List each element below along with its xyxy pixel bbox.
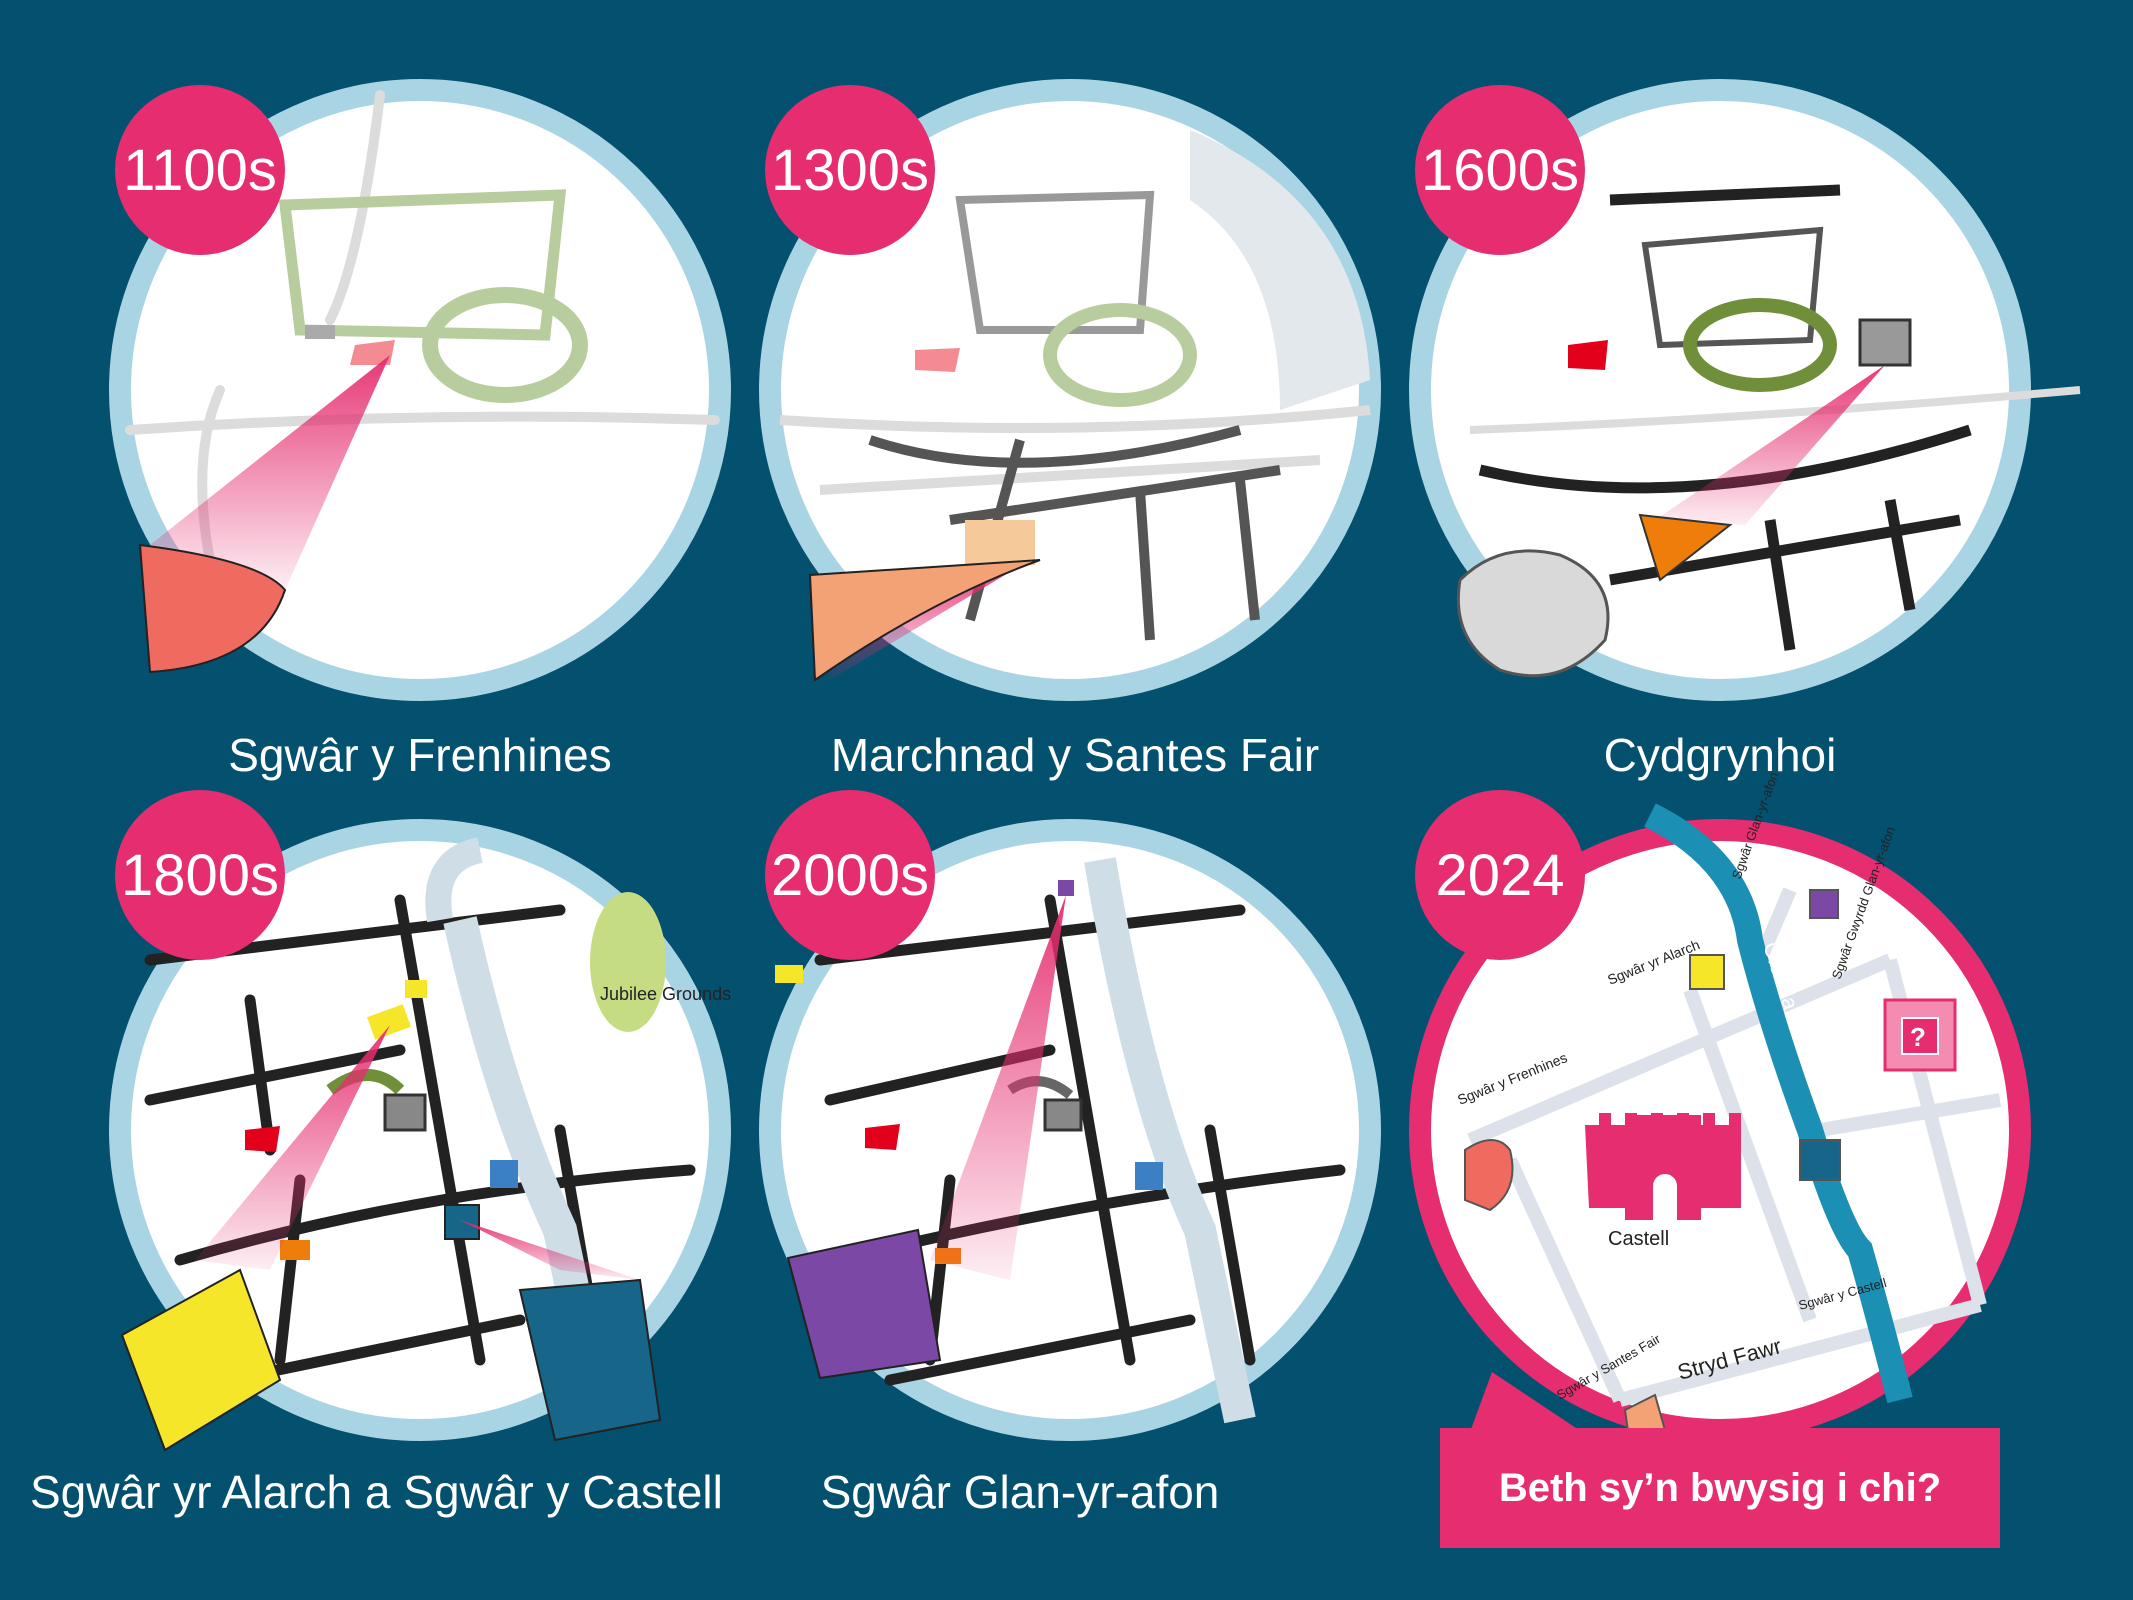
map-2000s	[759, 819, 1381, 1441]
map-1800s: Jubilee Grounds	[109, 819, 731, 1452]
badge-1800s: 1800s	[115, 790, 285, 960]
badge-2024: 2024	[1415, 790, 1585, 960]
badge-1600s: 1600s	[1415, 85, 1585, 255]
panel-2000s: 2000s Sgwâr Glan-yr-afon	[720, 790, 1440, 1600]
cta-tail	[1470, 1372, 1582, 1432]
map-2024: Cleddau Wen Castell Stryd Fawr ? Sgwâr y…	[1409, 770, 2031, 1447]
castell-marker	[518, 1278, 662, 1442]
jubilee-label: Jubilee Grounds	[600, 984, 731, 1004]
panel-2024: Cleddau Wen Castell Stryd Fawr ? Sgwâr y…	[1409, 770, 2133, 1600]
cydgrynhoi-marker	[1638, 513, 1733, 582]
map-1100s	[109, 79, 731, 701]
frenhines-marker	[138, 543, 287, 674]
caption-1300s: Marchnad y Santes Fair	[830, 729, 1320, 781]
glan-marker	[786, 1228, 942, 1380]
caption-1800s: Sgwâr yr Alarch a Sgwâr y Castell	[30, 1466, 723, 1518]
panel-1100s: 1100s Sgwâr y Frenhines	[0, 0, 731, 800]
cta-banner[interactable]: Beth sy’n bwysig i chi?	[1440, 1428, 2000, 1548]
badge-1300s: 1300s	[765, 85, 935, 255]
map-1300s	[759, 79, 1381, 701]
question-mark: ?	[1910, 1022, 1926, 1052]
castell-square	[1799, 1139, 1841, 1181]
glan-square	[1809, 889, 1839, 919]
map-1600s	[1409, 79, 2081, 701]
badge-1100s: 1100s	[115, 85, 285, 255]
alarch-marker	[120, 1268, 282, 1452]
badge-2000s: 2000s	[765, 790, 935, 960]
santes-marker	[808, 559, 1041, 682]
caption-1100s: Sgwâr y Frenhines	[228, 729, 612, 781]
caption-1600s: Cydgrynhoi	[1603, 729, 1837, 781]
castell-label: Castell	[1608, 1228, 1669, 1250]
castle-icon	[1585, 1113, 1741, 1220]
panel-1300s: 1300s Marchnad y Santes Fair	[720, 0, 1440, 800]
alarch-square	[1689, 954, 1725, 990]
caption-2000s: Sgwâr Glan-yr-afon	[820, 1466, 1220, 1518]
panel-1600s: 1600s Cydgrynhoi	[1409, 0, 2133, 800]
frenhines-square	[1464, 1139, 1514, 1212]
panel-1800s: Jubilee Grounds 1800s Sgwâr yr Alarch a …	[0, 790, 731, 1600]
